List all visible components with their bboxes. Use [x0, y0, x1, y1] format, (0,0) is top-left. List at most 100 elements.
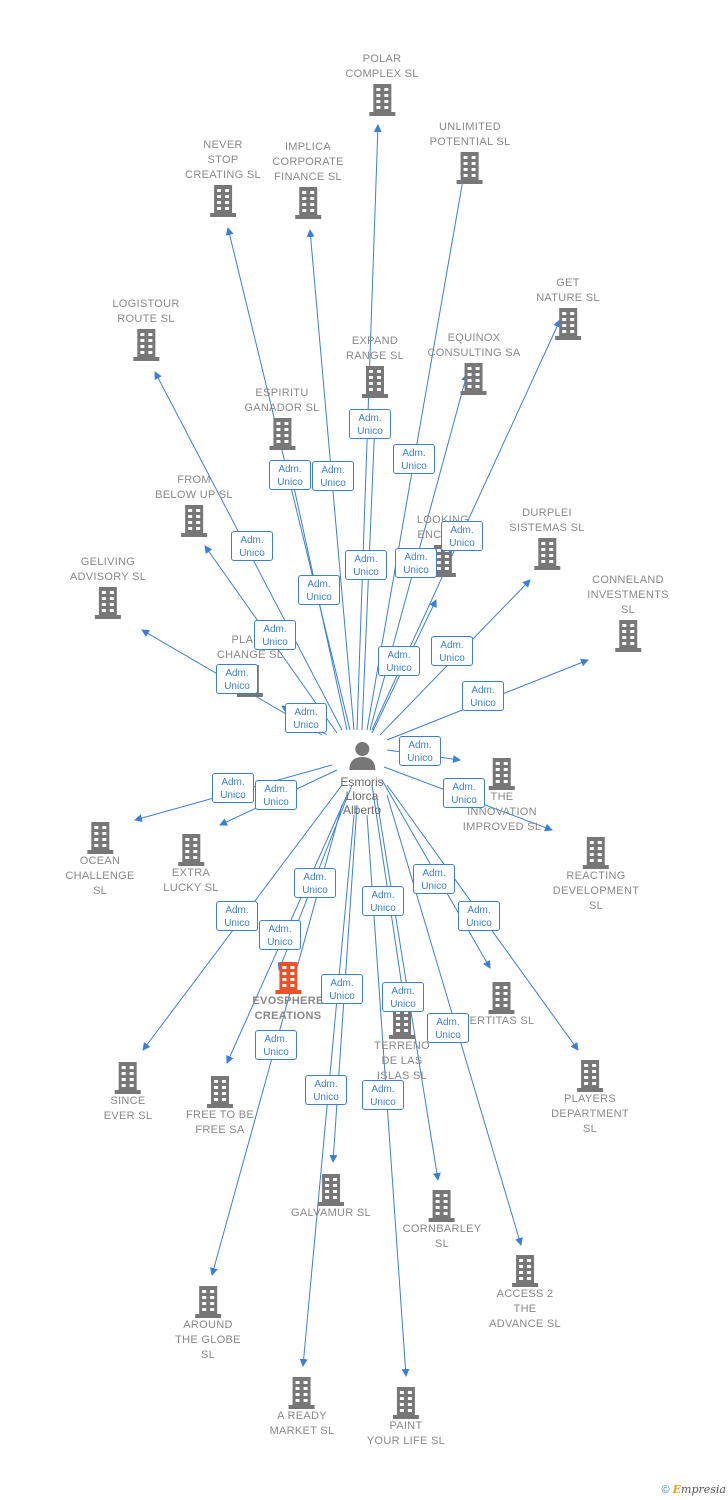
company-name: GALVAMUR SL — [291, 1207, 371, 1219]
company-name: THE INNOVATION IMPROVED SL — [462, 791, 542, 833]
building-icon — [367, 1385, 445, 1419]
building-icon — [463, 756, 542, 790]
role-badge: Adm. Unico — [216, 901, 258, 931]
company-node-unlimited[interactable]: UNLIMITED POTENTIAL SL — [430, 120, 511, 184]
company-node-espiritu[interactable]: ESPIRITU GANADOR SL — [244, 386, 319, 450]
role-badge: Adm. Unico — [349, 409, 391, 439]
company-node-innovation[interactable]: THE INNOVATION IMPROVED SL — [463, 756, 542, 835]
role-badge: Adm. Unico — [431, 636, 473, 666]
empresia-logo[interactable]: Empresia — [672, 1483, 726, 1496]
company-node-players[interactable]: PLAYERS DEPARTMENT SL — [551, 1058, 629, 1137]
role-badge: Adm. Unico — [362, 1080, 404, 1110]
company-node-implica[interactable]: IMPLICA CORPORATE FINANCE SL — [272, 140, 344, 219]
company-name: EXPAND RANGE SL — [345, 335, 405, 362]
company-node-extra[interactable]: EXTRA LUCKY SL — [163, 832, 218, 896]
company-node-ertitas[interactable]: ERTITAS SL — [470, 980, 535, 1029]
role-badge: Adm. Unico — [393, 444, 435, 474]
role-badge: Adm. Unico — [395, 548, 437, 578]
company-name: TERRENO DE LAS ISLAS SL — [374, 1040, 430, 1082]
building-icon — [244, 416, 319, 450]
building-icon — [175, 1284, 241, 1318]
person-node[interactable]: Esmoris Llorca Alberto — [340, 740, 384, 817]
building-icon — [291, 1172, 371, 1206]
role-badge: Adm. Unico — [312, 461, 354, 491]
role-badge: Adm. Unico — [255, 780, 297, 810]
role-badge: Adm. Unico — [216, 664, 258, 694]
company-node-free[interactable]: FREE TO BE FREE SA — [186, 1074, 254, 1138]
company-name: IMPLICA CORPORATE FINANCE SL — [272, 141, 344, 183]
company-name: CONNELAND INVESTMENTS SL — [587, 574, 669, 616]
company-node-since[interactable]: SINCE EVER SL — [104, 1060, 153, 1124]
company-node-reacting[interactable]: REACTING DEVELOPMENT SL — [553, 835, 639, 914]
company-node-ocean[interactable]: OCEAN CHALLENGE SL — [65, 820, 134, 899]
role-badge: Adm. Unico — [212, 773, 254, 803]
company-node-terreno[interactable]: TERRENO DE LAS ISLAS SL — [374, 1005, 430, 1084]
company-name: EVOSPHERE CREATIONS — [252, 995, 324, 1022]
company-name: EXTRA LUCKY SL — [163, 867, 219, 894]
company-name: EQUINOX CONSULTING SA — [427, 332, 521, 359]
person-icon — [349, 742, 375, 770]
company-node-evosphere[interactable]: EVOSPHERE CREATIONS — [252, 960, 323, 1024]
building-icon — [346, 364, 404, 398]
building-icon — [403, 1188, 482, 1222]
company-name: FROM BELOW UP SL — [155, 474, 233, 501]
company-node-aready[interactable]: A READY MARKET SL — [270, 1375, 335, 1439]
role-badge: Adm. Unico — [443, 778, 485, 808]
company-name: AROUND THE GLOBE SL — [175, 1319, 241, 1361]
company-name: PLAYERS DEPARTMENT SL — [551, 1093, 629, 1135]
company-node-geliving[interactable]: GELIVING ADVISORY SL — [70, 555, 146, 619]
building-icon — [70, 585, 146, 619]
building-icon — [430, 150, 511, 184]
building-icon — [551, 1058, 629, 1092]
building-icon — [553, 835, 639, 869]
company-node-logistour[interactable]: LOGISTOUR ROUTE SL — [112, 297, 179, 361]
building-icon — [345, 82, 418, 116]
company-name: GET NATURE SL — [536, 277, 600, 304]
company-node-durplei[interactable]: DURPLEI SISTEMAS SL — [509, 506, 584, 570]
company-node-from[interactable]: FROM BELOW UP SL — [155, 473, 233, 537]
company-node-conneland[interactable]: CONNELAND INVESTMENTS SL — [587, 573, 669, 652]
company-name: SINCE EVER SL — [103, 1095, 153, 1122]
role-badge: Adm. Unico — [231, 531, 273, 561]
company-node-never[interactable]: NEVER STOP CREATING SL — [185, 138, 261, 217]
role-badge: Adm. Unico — [269, 460, 311, 490]
role-badge: Adm. Unico — [321, 974, 363, 1004]
role-badge: Adm. Unico — [285, 703, 327, 733]
building-icon — [587, 618, 669, 652]
company-node-expand[interactable]: EXPAND RANGE SL — [346, 334, 404, 398]
company-name: FREE TO BE FREE SA — [185, 1109, 255, 1136]
footer: © Empresia — [661, 1483, 726, 1496]
role-badge: Adm. Unico — [305, 1075, 347, 1105]
company-name: REACTING DEVELOPMENT SL — [552, 870, 640, 912]
role-badge: Adm. Unico — [413, 864, 455, 894]
role-badge: Adm. Unico — [458, 901, 500, 931]
company-node-galvamur[interactable]: GALVAMUR SL — [291, 1172, 371, 1221]
company-node-access[interactable]: ACCESS 2 THE ADVANCE SL — [489, 1253, 561, 1332]
company-name: OCEAN CHALLENGE SL — [65, 855, 135, 897]
company-name: ERTITAS SL — [469, 1015, 535, 1027]
company-node-equinox[interactable]: EQUINOX CONSULTING SA — [428, 331, 521, 395]
role-badge: Adm. Unico — [462, 681, 504, 711]
role-badge: Adm. Unico — [382, 982, 424, 1012]
company-name: A READY MARKET SL — [269, 1410, 335, 1437]
company-name: PAINT YOUR LIFE SL — [366, 1420, 446, 1447]
building-icon — [470, 980, 535, 1014]
company-name: ACCESS 2 THE ADVANCE SL — [489, 1288, 561, 1330]
building-icon — [252, 960, 323, 994]
building-icon — [509, 536, 584, 570]
company-node-polar[interactable]: POLAR COMPLEX SL — [345, 52, 418, 116]
company-name: LOGISTOUR ROUTE SL — [112, 298, 180, 325]
company-node-paint[interactable]: PAINT YOUR LIFE SL — [367, 1385, 445, 1449]
company-node-cornbarley[interactable]: CORNBARLEY SL — [403, 1188, 482, 1252]
company-node-around[interactable]: AROUND THE GLOBE SL — [175, 1284, 241, 1363]
company-node-get[interactable]: GET NATURE SL — [536, 276, 600, 340]
company-name: DURPLEI SISTEMAS SL — [509, 507, 585, 534]
role-badge: Adm. Unico — [345, 550, 387, 580]
role-badge: Adm. Unico — [294, 868, 336, 898]
building-icon — [374, 1005, 430, 1039]
building-icon — [272, 185, 344, 219]
role-badge: Adm. Unico — [254, 620, 296, 650]
role-badge: Adm. Unico — [427, 1013, 469, 1043]
company-name: ESPIRITU GANADOR SL — [244, 387, 320, 414]
building-icon — [185, 183, 261, 217]
